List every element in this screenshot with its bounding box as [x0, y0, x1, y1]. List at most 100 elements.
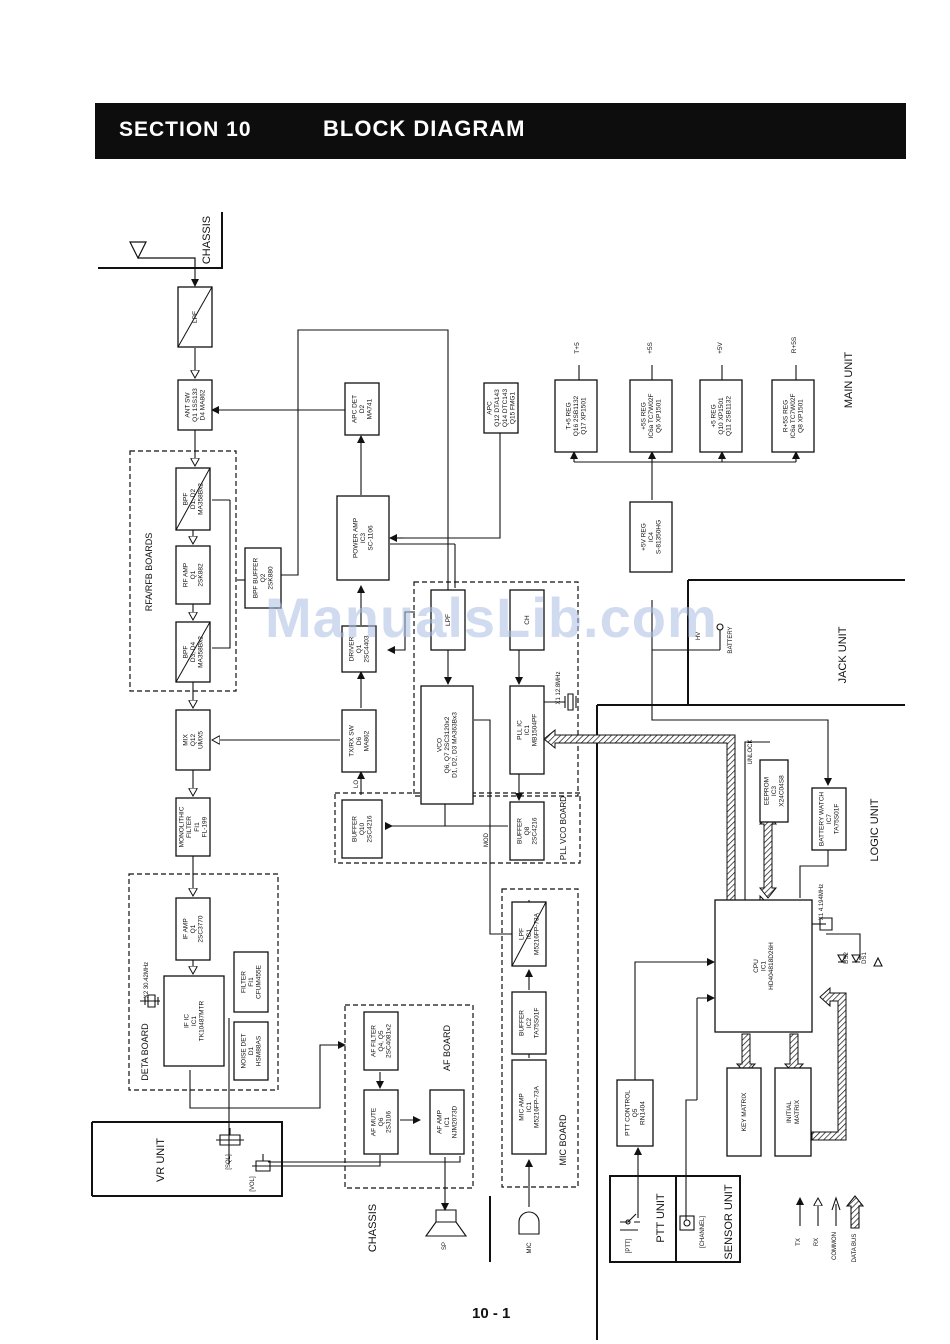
block-frame: [341, 709, 377, 773]
block-text-line: Q4, Q5: [378, 1030, 385, 1051]
block-frame: [175, 897, 211, 961]
block-initial-matrix: INITIALMATRIX: [774, 1067, 812, 1157]
block-text: RF AMPQ12SK882: [182, 563, 204, 587]
block-text: TX/RX SWD6MA862: [348, 724, 370, 756]
block-frame: [163, 975, 225, 1067]
block-text-line: +5S REG: [640, 402, 647, 430]
block-text-line: SC-1106: [368, 525, 375, 551]
block-text-line: IC1: [191, 1016, 198, 1027]
block-text-line: MONOLITHIC: [179, 806, 186, 847]
block-vco: VCOQ6, Q7 2SC3120x2D1, D2, D3 MA363Bx3: [420, 685, 474, 805]
block-text: BUFFERQ82SC4216: [516, 817, 538, 844]
label-ptt-switch: [PTT]: [626, 1238, 632, 1253]
block-text-line: FI1: [248, 977, 255, 987]
crystal-x2-if-icon: [140, 994, 160, 1008]
block-text-line: MIX: [182, 734, 189, 746]
block-text-line: IC1: [444, 1117, 451, 1128]
block-text-line: Q15 FMG1: [509, 392, 516, 425]
block-text-line: MA358Bx2: [198, 636, 205, 668]
block-text: POWER AMPIC3SC-1106: [352, 518, 374, 558]
block-text: FILTERFI1CFUM455E: [240, 964, 262, 999]
block-text: +5V REGIC4S-81350HG: [640, 520, 662, 554]
label-vol: [VOL]: [250, 1176, 256, 1192]
label-hv: HV: [696, 632, 702, 640]
block-text-line: BUFFER: [518, 1010, 525, 1036]
board-rfa-rfb: RFA/RFB BOARDS: [144, 533, 154, 612]
block-text-line: MIC AMP: [518, 1093, 525, 1120]
block-text-line: NOISE DET: [240, 1033, 247, 1068]
legend-data-bus-arrow-icon: [845, 1195, 865, 1229]
block-power-amp: POWER AMPIC3SC-1106: [336, 495, 390, 581]
block-frame: [430, 589, 466, 651]
block-text-line: MA741: [367, 398, 374, 419]
filter-diagonal-icon: [175, 621, 211, 683]
block-text: BPFD3, D4MA358Bx2: [182, 636, 204, 668]
block-af-amp: AF AMPIC1NJM2073D: [429, 1089, 465, 1155]
block-text-line: X24C04S8: [779, 775, 786, 807]
ptt-contact-icon: [625, 1219, 631, 1225]
block-text-line: HD404818D26H: [768, 942, 775, 990]
block-text-line: LPF: [445, 614, 452, 626]
block-text: LPFIC1M5216FP-73A: [518, 912, 540, 955]
label-sp: SP: [442, 1242, 448, 1250]
block-text-line: Q6: [378, 1117, 385, 1126]
block-text-line: CFUM455E: [256, 964, 263, 999]
block-frame: [363, 1089, 399, 1155]
block-text-line: PLL IC: [516, 720, 523, 740]
block-text-line: LPF: [518, 928, 525, 940]
block-frame: [244, 547, 282, 609]
symbols: [140, 623, 883, 1237]
block-text: BUFFERIC2TA75S01F: [518, 1008, 540, 1039]
channel-contact-icon: [683, 1219, 691, 1227]
block-lpf: LPF: [177, 286, 213, 348]
block-mic-buffer: BUFFERIC2TA75S01F: [511, 991, 547, 1055]
watermark: ManualsLib.com: [265, 586, 718, 649]
block-frame: [509, 801, 545, 861]
unit-chassis-top: CHASSIS: [201, 216, 213, 264]
block-text-line: TA75S01F: [834, 804, 841, 835]
block-text-line: Q6 XP1501: [656, 399, 663, 433]
block-text-line: HSM88AS: [256, 1035, 263, 1066]
block-buffer-q10: BUFFERQ102SC4216: [341, 799, 383, 859]
channel-switch-icon: [679, 1215, 695, 1231]
block-frame: [774, 1067, 812, 1157]
block-text-line: Q16 2SB1132: [573, 395, 580, 436]
block-text-line: D6: [356, 736, 363, 745]
label-ds2: DS2: [844, 952, 850, 964]
block-eeprom: EEPROMIC3X24C04S8: [759, 759, 789, 823]
block-text-line: Q8 XP1501: [798, 399, 805, 433]
unit-main: MAIN UNIT: [843, 352, 855, 409]
led-ds1-icon: [851, 954, 861, 964]
block-text-line: BATTERY WATCH: [818, 792, 825, 846]
block-text: +5 REGQ10 XP1501Q11 2SB1132: [710, 396, 732, 436]
block-text: AF MUTEQ62SJ106: [370, 1107, 392, 1136]
block-frame: [759, 759, 789, 823]
block-text-line: IC3: [360, 533, 367, 544]
block-frame: [483, 382, 519, 434]
block-ptt-control: PTT CONTROLQ5RN1404: [616, 1079, 654, 1147]
block-key-matrix: KEY MATRIX: [726, 1067, 762, 1157]
block-text-line: TK10487MTR: [199, 1000, 206, 1041]
block-text-line: BPF: [182, 646, 189, 659]
block-af-mute: AF MUTEQ62SJ106: [363, 1089, 399, 1155]
block-text-line: IC1: [761, 961, 768, 972]
block-frame: [233, 951, 269, 1013]
block-text-line: Q1: [190, 924, 197, 933]
block-text-line: D1, D2, D3 MA363Bx3: [452, 712, 459, 778]
block-text-line: Q17 XP1501: [581, 397, 588, 435]
label-unlock: UNLOCK: [748, 739, 754, 764]
block-text-line: EEPROM: [763, 777, 770, 805]
block-text: APC DETD2MA741: [351, 395, 373, 423]
block-frame: [233, 1021, 269, 1081]
block-text-line: T+5 REG: [565, 402, 572, 429]
block-text-line: FI1: [194, 822, 201, 832]
legend-rx: RX: [814, 1238, 820, 1246]
block-text: +5S REGIC6a TC7W02FQ6 XP1501: [640, 393, 662, 438]
block-text-line: IC7: [826, 814, 833, 825]
block-text-line: Q1 1SS133: [192, 388, 199, 422]
block-text-line: +5V REG: [640, 523, 647, 551]
block-text-line: Q2: [260, 573, 267, 582]
block-text-line: Q12: [190, 733, 197, 746]
block-filter: FILTERFI1CFUM455E: [233, 951, 269, 1013]
